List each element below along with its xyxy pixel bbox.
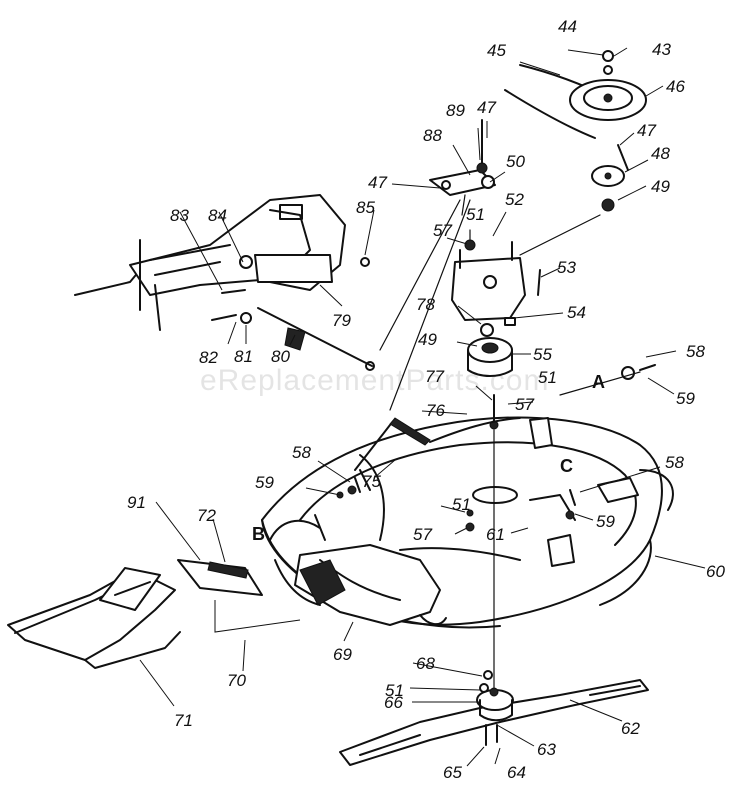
part-label: 46 <box>666 77 685 96</box>
idler-bracket <box>429 119 496 251</box>
part-label: 48 <box>651 144 670 163</box>
part-label: 81 <box>234 347 253 366</box>
letter-A: A <box>592 372 605 392</box>
pulleys-belt <box>504 50 647 256</box>
part-label: 58 <box>292 443 311 462</box>
part-label: 88 <box>423 126 442 145</box>
part-label: 58 <box>665 453 684 472</box>
part-label: 68 <box>416 654 435 673</box>
part-label: 51 <box>452 495 471 514</box>
part-label: 49 <box>418 330 437 349</box>
part-label: 57 <box>413 525 432 544</box>
part-label: 59 <box>255 473 274 492</box>
deflector-shield <box>7 567 181 669</box>
part-label: 77 <box>425 367 444 386</box>
part-label: 47 <box>368 173 387 192</box>
part-label: 69 <box>333 645 352 664</box>
part-label: 57 <box>433 221 452 240</box>
part-label: 54 <box>567 303 586 322</box>
part-label: 52 <box>505 190 524 209</box>
letter-B: B <box>252 524 265 544</box>
part-label: 59 <box>596 512 615 531</box>
part-label: 62 <box>621 719 640 738</box>
part-label: 49 <box>651 177 670 196</box>
part-label: 89 <box>446 101 465 120</box>
part-label: 83 <box>170 206 189 225</box>
discharge-chute <box>269 519 447 626</box>
part-label: 72 <box>197 506 216 525</box>
part-label: 79 <box>332 311 351 330</box>
part-label: 70 <box>227 671 246 690</box>
hinge-bracket <box>177 559 301 633</box>
part-label: 78 <box>416 295 435 314</box>
part-label: 45 <box>487 41 506 60</box>
part-label: 60 <box>706 562 725 581</box>
part-label: 65 <box>443 763 462 782</box>
part-label: 51 <box>385 681 404 700</box>
watermark-text: eReplacementParts.com <box>200 364 549 397</box>
part-label: 80 <box>271 347 290 366</box>
blade-assembly <box>339 670 649 766</box>
control-linkage <box>211 199 656 491</box>
part-label: 44 <box>558 17 577 36</box>
part-label: 76 <box>426 401 445 420</box>
part-label: 84 <box>208 206 227 225</box>
part-label: 47 <box>637 121 656 140</box>
part-number-callouts: 43 44 45 46 47 47 47 48 49 49 50 51 51 5… <box>127 17 725 782</box>
part-label: 47 <box>477 98 496 117</box>
part-label: 59 <box>676 389 695 408</box>
part-label: 85 <box>356 198 375 217</box>
part-label: 64 <box>507 763 526 782</box>
leader-lines <box>139 47 706 767</box>
part-label: 61 <box>486 525 505 544</box>
part-label: 53 <box>557 258 576 277</box>
part-label: 82 <box>199 348 218 367</box>
part-label: 71 <box>174 711 193 730</box>
part-label: 75 <box>362 472 381 491</box>
part-label: 51 <box>466 205 485 224</box>
part-label: 43 <box>652 40 671 59</box>
part-label: 58 <box>686 342 705 361</box>
part-label: 50 <box>506 152 525 171</box>
hardware <box>314 269 576 541</box>
letter-C: C <box>560 456 573 476</box>
part-label: 51 <box>538 368 557 387</box>
part-label: 57 <box>515 395 534 414</box>
transmission <box>74 194 370 331</box>
part-label: 91 <box>127 493 146 512</box>
part-label: 66 <box>384 693 403 712</box>
part-label: 63 <box>537 740 556 759</box>
part-label: 55 <box>533 345 552 364</box>
